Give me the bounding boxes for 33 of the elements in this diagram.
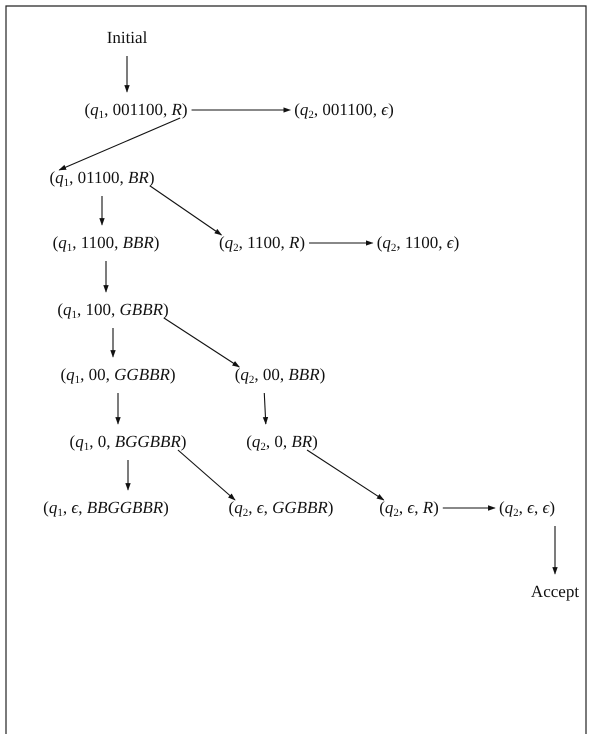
configuration-label: Accept: [530, 582, 580, 602]
arrow: [150, 186, 222, 236]
arrow: [115, 393, 121, 425]
arrow: [442, 505, 496, 511]
configuration-label: (q$_{2}$, ϵ, ϵ): [498, 498, 556, 518]
arrow: [552, 526, 558, 575]
configuration-label: (q$_{2}$, ϵ, GGBBR): [228, 498, 334, 518]
arrow: [58, 118, 180, 170]
arrow: [125, 460, 131, 491]
configuration-label: (q$_{2}$, 001100, ϵ): [293, 100, 395, 120]
arrow: [262, 392, 268, 425]
configuration-label: (q$_{1}$, ϵ, BBGGBBR): [42, 498, 170, 518]
arrow: [306, 450, 384, 500]
configuration-label: (q$_{1}$, 0, BGGBBR): [68, 432, 188, 452]
configuration-label: (q$_{2}$, ϵ, R): [378, 498, 440, 518]
arrow: [99, 196, 105, 226]
arrow: [192, 107, 291, 113]
arrow: [164, 318, 240, 368]
configuration-label: (q$_{2}$, 1100, R): [218, 233, 306, 253]
arrow: [178, 450, 236, 500]
configuration-label: (q$_{1}$, 1100, BBR): [52, 233, 160, 253]
arrow: [309, 240, 374, 246]
configuration-label: (q$_{1}$, 00, GGBBR): [59, 365, 177, 385]
configuration-label: (q$_{2}$, 0, BR): [245, 432, 319, 452]
configuration-label: (q$_{2}$, 1100, ϵ): [376, 233, 460, 253]
configuration-label: (q$_{1}$, 001100, R): [83, 100, 189, 120]
arrow: [103, 261, 109, 293]
configuration-label: (q$_{2}$, 00, BBR): [234, 365, 326, 385]
configuration-label: Initial: [106, 28, 148, 48]
arrow: [124, 56, 130, 93]
configuration-label: (q$_{1}$, 100, GBBR): [56, 300, 170, 320]
arrow: [110, 328, 116, 358]
configuration-label: (q$_{1}$, 01100, BR): [48, 168, 156, 188]
